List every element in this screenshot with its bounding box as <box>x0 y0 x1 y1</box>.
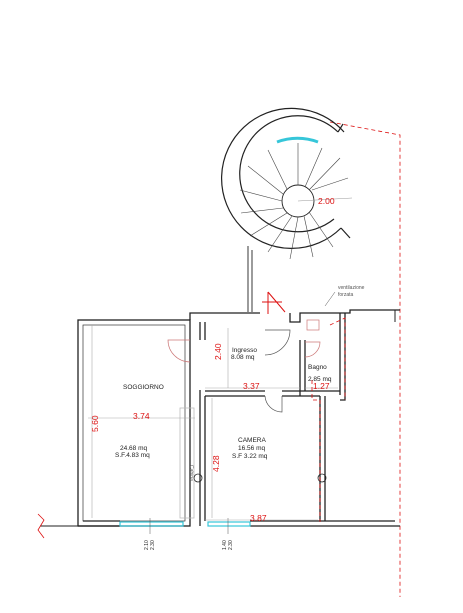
window-dimension-labels: 2.10 2.30 1.40 2.30 <box>144 540 234 550</box>
room-bagno-area: 2.85 mq <box>308 376 332 383</box>
camera-height-dimension: 4.28 <box>211 455 221 472</box>
wardrobe-label: Cabina <box>188 465 194 481</box>
dimension-labels: 2.40 3.37 1.27 3.74 5.60 4.28 3.87 <box>90 343 330 523</box>
window-1-dim-b: 2.30 <box>150 540 156 550</box>
ingresso-height-dimension: 2.40 <box>213 343 223 360</box>
dimension-guides <box>88 325 338 521</box>
bagno-width-dimension: 1.27 <box>313 381 330 391</box>
ventilation-note: ventilazione forzata <box>324 285 365 307</box>
room-labels: SOGGIORNO 24.68 mq S.F.4.83 mq Ingresso … <box>115 347 332 460</box>
spiral-staircase: 2.00 <box>221 107 353 312</box>
soggiorno-width-dimension: 3.74 <box>133 411 150 421</box>
window-1-dim-a: 2.10 <box>144 540 150 550</box>
window-2-dim-a: 1.40 <box>222 540 228 550</box>
room-ingresso-area: 8.08 mq <box>231 354 255 361</box>
ventilation-label-2: forzata <box>338 292 354 298</box>
wardrobe: Cabina <box>179 407 327 519</box>
room-soggiorno-sf: S.F.4.83 mq <box>115 452 150 459</box>
stair-radius-dimension: 2.00 <box>318 196 335 206</box>
room-bagno-name: Bagno <box>308 364 327 371</box>
windows <box>119 518 251 534</box>
camera-width-dimension: 3.87 <box>250 513 267 523</box>
property-boundary <box>329 121 401 597</box>
room-soggiorno-area: 24.68 mq <box>120 445 147 452</box>
ingresso-width-dimension: 3.37 <box>243 381 260 391</box>
doors <box>167 319 321 413</box>
section-marker <box>262 291 286 314</box>
room-camera-sf: S.F 3.22 mq <box>232 453 268 460</box>
room-soggiorno-name: SOGGIORNO <box>123 384 164 391</box>
ventilation-label: ventilazione <box>338 285 365 291</box>
outer-walls <box>37 309 400 539</box>
room-camera-area: 16.56 mq <box>238 445 265 452</box>
soggiorno-height-dimension: 5.60 <box>90 415 100 432</box>
ventilation-ducts <box>311 317 346 522</box>
window-2-dim-b: 2.30 <box>228 540 234 550</box>
room-ingresso-name: Ingresso <box>232 347 257 354</box>
room-camera-name: CAMERA <box>238 437 266 444</box>
